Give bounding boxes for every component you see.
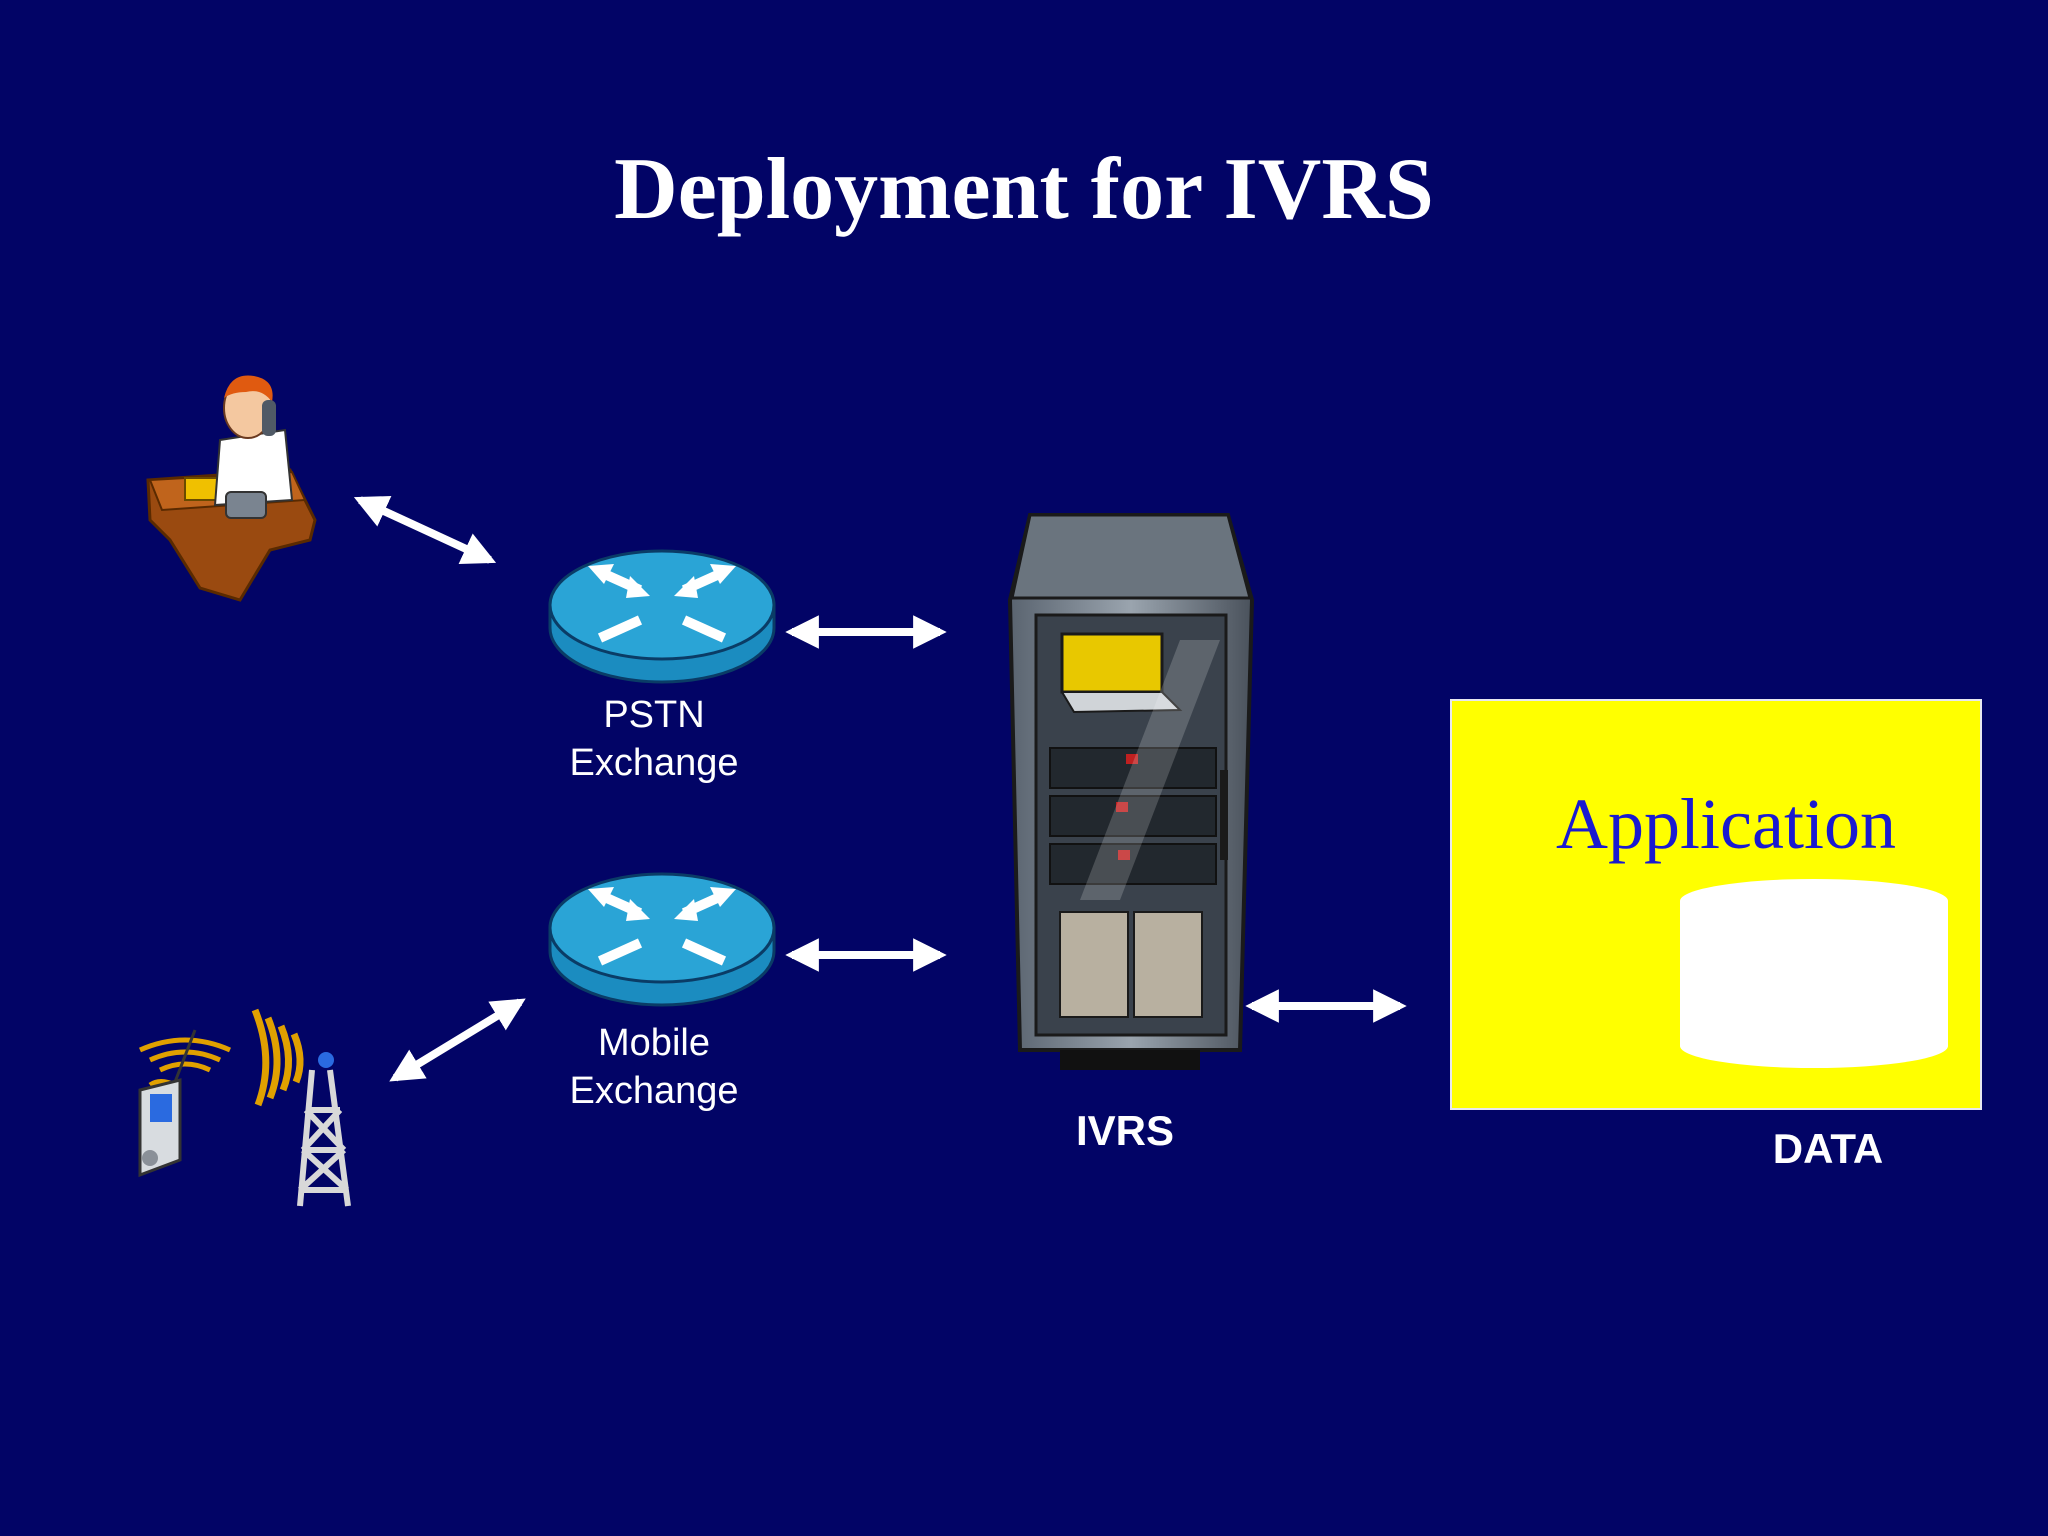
arrow-mobile-exchange: [389, 998, 526, 1082]
mobile-tower-icon: [138, 1008, 351, 1207]
pstn-exchange-label: PSTN Exchange: [504, 691, 804, 787]
application-label: Application: [1556, 784, 1896, 864]
mobile-exchange-label: Mobile Exchange: [504, 1019, 804, 1115]
application-box: Application: [1450, 699, 1982, 1110]
mobile-router-icon: [548, 872, 776, 1007]
ivrs-server-rack-icon: [1007, 513, 1255, 1070]
data-label: DATA: [1772, 1125, 1884, 1172]
ivrs-label: IVRS: [1075, 1107, 1175, 1154]
desk-phone-user-icon: [146, 375, 317, 602]
arrow-user-pstn: [353, 496, 497, 564]
pstn-label-line1: PSTN: [603, 694, 705, 736]
slide-title: Deployment for IVRS: [614, 141, 1434, 238]
mobile-label-line2: Exchange: [569, 1070, 739, 1112]
mobile-label-line1: Mobile: [598, 1022, 710, 1064]
pstn-router-icon: [548, 549, 776, 684]
database-cylinder-icon: [1680, 879, 1948, 1068]
connection-arrows: [353, 496, 1407, 1082]
pstn-label-line2: Exchange: [569, 742, 739, 784]
